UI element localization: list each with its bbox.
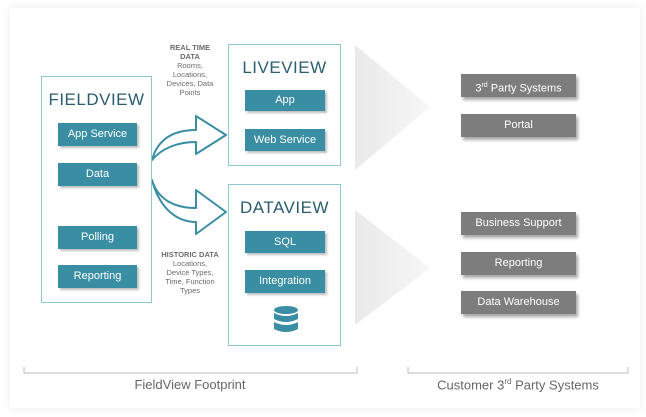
curved-arrow-to-liveview — [151, 115, 227, 161]
wedge-arrow-bottom — [355, 210, 430, 325]
liveview-panel: LIVEVIEW App Web Service — [228, 44, 341, 166]
footer-customer-third-party: Customer 3rd Party Systems — [418, 377, 618, 392]
third-party-systems-number: 3 — [475, 82, 482, 95]
fieldview-polling-button[interactable]: Polling — [58, 226, 137, 249]
realtime-data-body: Rooms, Locations, Devices, Data Points — [166, 61, 214, 97]
fieldview-app-service-button[interactable]: App Service — [58, 123, 137, 146]
footer-bracket-left — [23, 367, 358, 374]
liveview-title: LIVEVIEW — [242, 58, 327, 77]
liveview-app-button[interactable]: App — [245, 90, 325, 111]
third-party-systems-button[interactable]: 3rd Party Systems — [461, 74, 576, 97]
liveview-web-service-button[interactable]: Web Service — [245, 129, 325, 151]
data-warehouse-button[interactable]: Data Warehouse — [461, 291, 576, 314]
footer-customer-sup: rd — [504, 377, 512, 386]
realtime-data-note: REAL TIME DATA Rooms, Locations, Devices… — [160, 43, 220, 97]
fieldview-panel: FIELDVIEW App Service Data Polling Repor… — [41, 76, 152, 303]
historic-data-body: Locations, Device Types, Time, Function … — [165, 259, 215, 295]
business-support-button[interactable]: Business Support — [461, 212, 576, 235]
third-party-systems-sup: rd — [481, 82, 488, 89]
third-party-systems-label: Party Systems — [487, 82, 562, 95]
dataview-title: DATAVIEW — [240, 198, 329, 217]
fieldview-reporting-button[interactable]: Reporting — [58, 265, 137, 288]
database-icon — [274, 306, 298, 332]
footer-customer-label: Party Systems — [511, 377, 599, 393]
portal-button[interactable]: Portal — [461, 114, 576, 137]
fieldview-data-button[interactable]: Data — [58, 163, 137, 186]
historic-data-note: HISTORIC DATA Locations, Device Types, T… — [160, 250, 220, 295]
dataview-panel: DATAVIEW SQL Integration — [228, 184, 341, 346]
footer-fieldview-footprint: FieldView Footprint — [134, 377, 246, 392]
reporting-gray-button[interactable]: Reporting — [461, 252, 576, 275]
footer-bracket-right — [407, 367, 629, 374]
dataview-integration-button[interactable]: Integration — [245, 270, 325, 293]
historic-data-title: HISTORIC DATA — [161, 250, 219, 259]
footer-customer-number: Customer 3 — [437, 377, 505, 393]
fieldview-title: FIELDVIEW — [48, 90, 145, 109]
curved-arrow-to-dataview — [151, 179, 227, 235]
wedge-arrow-top — [355, 45, 430, 170]
realtime-data-title: REAL TIME DATA — [169, 43, 211, 61]
dataview-sql-button[interactable]: SQL — [245, 231, 325, 253]
